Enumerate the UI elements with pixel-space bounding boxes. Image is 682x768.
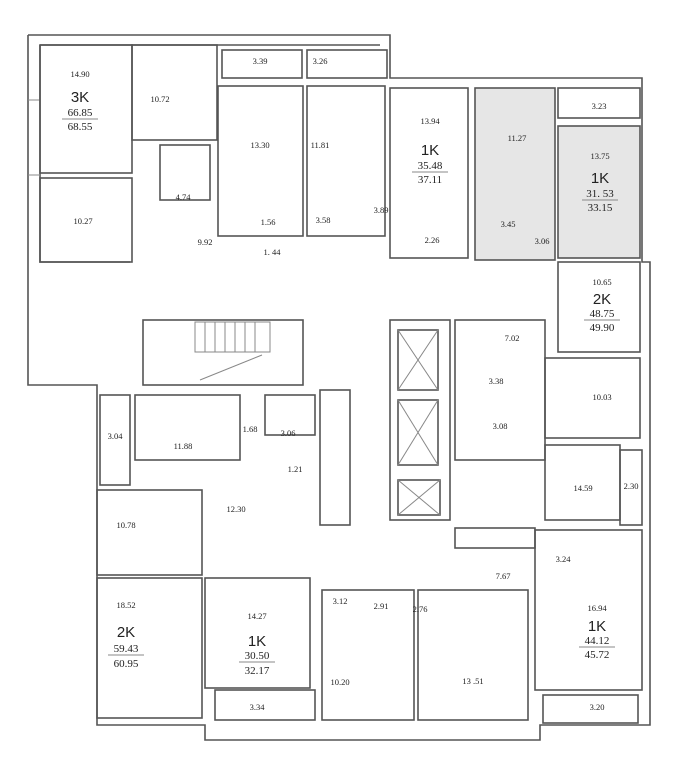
room-area: 10.20 xyxy=(330,677,349,687)
room-area: 1.56 xyxy=(261,217,276,227)
total-area: 45.72 xyxy=(585,649,610,661)
total-area: 49.90 xyxy=(590,322,615,334)
room-area: 10.27 xyxy=(73,216,92,226)
total-area: 60.95 xyxy=(114,658,139,670)
room-area: 10.78 xyxy=(116,520,135,530)
apartment-2k-a: 2K 48.75 49.90 xyxy=(584,291,620,334)
room-area: 3.06 xyxy=(535,236,550,246)
room-area: 3.24 xyxy=(556,554,572,564)
room-area: 2.91 xyxy=(374,601,389,611)
room-area: 13 .51 xyxy=(462,676,483,686)
room-area: 9.92 xyxy=(198,237,213,247)
room-area: 7.67 xyxy=(496,571,511,581)
room-area: 3.38 xyxy=(489,376,504,386)
room-area: 3.34 xyxy=(250,702,266,712)
room-area: 3.06 xyxy=(281,428,296,438)
living-area: 35.48 xyxy=(418,160,443,172)
living-area: 48.75 xyxy=(590,308,615,320)
room-area: 10.72 xyxy=(150,94,169,104)
room-area: 1. 44 xyxy=(264,247,282,257)
room-area: 3.39 xyxy=(253,56,268,66)
shaded-apartment xyxy=(475,88,640,260)
room-area: 14.27 xyxy=(247,611,266,621)
room-area: 3.04 xyxy=(108,431,124,441)
apartment-type: 3K xyxy=(71,89,89,106)
room-area: 7.02 xyxy=(505,333,520,343)
room-area: 2.76 xyxy=(413,604,428,614)
total-area: 68.55 xyxy=(68,121,93,133)
room-area: 1.68 xyxy=(243,424,258,434)
room-area: 3.23 xyxy=(592,101,607,111)
room-area: 3.89 xyxy=(374,205,389,215)
room-area: 11.27 xyxy=(508,133,527,143)
room-area: 2.26 xyxy=(425,235,440,245)
room-area: 13.30 xyxy=(250,140,269,150)
apartment-type: 1K xyxy=(248,633,266,650)
room-labels: 14.90 10.72 4.74 10.27 9.92 3.39 13.30 1… xyxy=(70,56,638,712)
room-area: 10.65 xyxy=(592,277,611,287)
room-area: 3.58 xyxy=(316,215,331,225)
room-area: 1.21 xyxy=(288,464,303,474)
room-area: 3.20 xyxy=(590,702,605,712)
apartment-3k: 3K 66.85 68.55 xyxy=(62,89,98,133)
living-area: 44.12 xyxy=(585,635,610,647)
living-area: 30.50 xyxy=(245,650,270,662)
room-area: 18.52 xyxy=(116,600,135,610)
apartment-1k-d: 1K 44.12 45.72 xyxy=(579,618,615,661)
room-area: 13.94 xyxy=(420,116,440,126)
apartment-type: 1K xyxy=(588,618,606,635)
room-area: 11.81 xyxy=(311,140,330,150)
room-area: 16.94 xyxy=(587,603,607,613)
living-area: 59.43 xyxy=(114,643,139,655)
apartment-2k-b: 2K 59.43 60.95 xyxy=(108,624,144,670)
room-area: 3.26 xyxy=(313,56,328,66)
apartment-type: 2K xyxy=(117,624,135,641)
room-area: 14.59 xyxy=(573,483,592,493)
room-area: 2.30 xyxy=(624,481,639,491)
room-area: 13.75 xyxy=(590,151,609,161)
apartment-1k-c: 1K 30.50 32.17 xyxy=(239,633,275,677)
interior-walls xyxy=(39,44,643,724)
room-area: 3.12 xyxy=(333,596,348,606)
room-area: 3.08 xyxy=(493,421,508,431)
apartment-type: 2K xyxy=(593,291,611,308)
room-area: 4.74 xyxy=(176,192,192,202)
apartment-type: 1K xyxy=(421,142,439,159)
living-area: 66.85 xyxy=(68,107,93,119)
apartment-labels: 3K 66.85 68.55 1K 35.48 37.11 1K 31. 53 … xyxy=(62,89,620,677)
room-area: 14.90 xyxy=(70,69,89,79)
room-area: 12.30 xyxy=(226,504,245,514)
room-area: 10.03 xyxy=(592,392,611,402)
apartment-type: 1K xyxy=(591,170,609,187)
total-area: 37.11 xyxy=(418,174,442,186)
total-area: 33.15 xyxy=(588,202,613,214)
room-area: 3.45 xyxy=(501,219,516,229)
apartment-1k-b: 1K 31. 53 33.15 xyxy=(582,170,618,214)
staircase xyxy=(194,321,271,381)
living-area: 31. 53 xyxy=(586,188,614,200)
total-area: 32.17 xyxy=(245,665,270,677)
apartment-1k-a: 1K 35.48 37.11 xyxy=(412,142,448,186)
elevator-shafts xyxy=(397,329,441,516)
room-area: 11.88 xyxy=(174,441,193,451)
